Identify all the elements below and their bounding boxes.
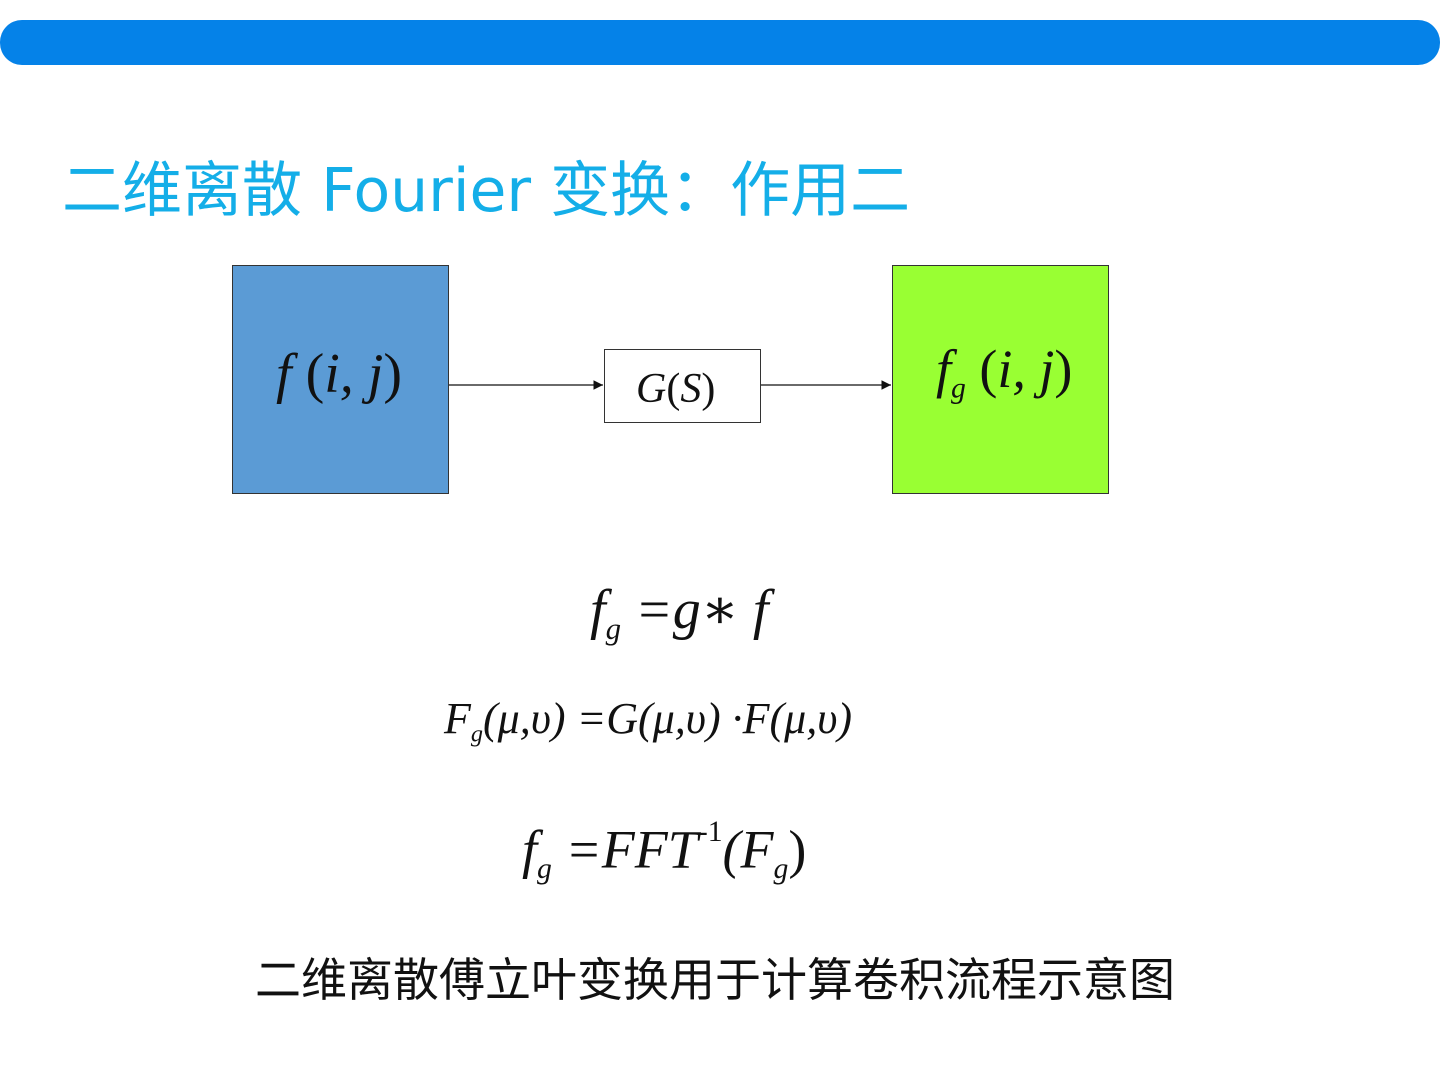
equation-frequency-product: Fg(μ,υ) =G(μ,υ) ·F(μ,υ) (444, 694, 853, 748)
slide-title: 二维离散 Fourier 变换：作用二 (62, 156, 911, 226)
input-image-box (232, 265, 449, 494)
output-image-box (892, 265, 1109, 494)
top-accent-bar (0, 20, 1440, 65)
input-label: f (i, j) (276, 343, 402, 405)
filter-box (604, 349, 761, 423)
equation-inverse-fft: fg =FFT-1(Fg) (522, 816, 807, 886)
filter-label: G(S) (636, 366, 716, 412)
diagram-caption: 二维离散傅立叶变换用于计算卷积流程示意图 (255, 953, 1175, 1007)
output-label: fg (i, j) (936, 339, 1073, 405)
equation-convolution: fg =g∗ f (590, 579, 769, 646)
